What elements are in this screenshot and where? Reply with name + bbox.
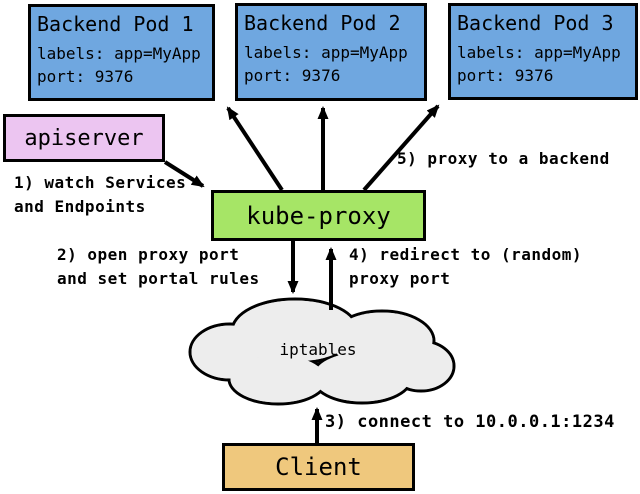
backend-pod-3-title: Backend Pod 3 xyxy=(457,11,614,35)
apiserver-label: apiserver xyxy=(24,125,144,151)
annotation-step1: 1) watch Services and Endpoints xyxy=(14,173,187,216)
backend-pod-1-title: Backend Pod 1 xyxy=(37,12,194,36)
backend-pod-2-title: Backend Pod 2 xyxy=(244,11,401,35)
backend-pod-1-labels: labels: app=MyApp xyxy=(37,44,201,63)
annotation-step2: 2) open proxy port and set portal rules xyxy=(57,245,260,288)
kube-proxy-box: kube-proxy xyxy=(211,190,426,241)
kube-proxy-label: kube-proxy xyxy=(246,201,391,230)
apiserver-box: apiserver xyxy=(3,114,165,162)
arrow-kubeproxy-to-pod3 xyxy=(362,104,440,192)
annotation-step5: 5) proxy to a backend xyxy=(397,149,610,168)
backend-pod-3-box: Backend Pod 3 labels: app=MyApp port: 93… xyxy=(448,3,638,100)
backend-pod-3-port: port: 9376 xyxy=(457,66,554,85)
backend-pod-3-labels: labels: app=MyApp xyxy=(457,43,621,62)
arrow-apiserver-to-kubeproxy xyxy=(163,160,205,188)
iptables-label: iptables xyxy=(279,340,357,359)
backend-pod-2-labels: labels: app=MyApp xyxy=(244,43,408,62)
client-box: Client xyxy=(222,443,415,491)
client-label: Client xyxy=(275,453,362,481)
backend-pod-2-box: Backend Pod 2 labels: app=MyApp port: 93… xyxy=(235,3,427,101)
iptables-cloud-fill xyxy=(191,300,453,403)
backend-pod-1-port: port: 9376 xyxy=(37,67,134,86)
annotation-step3: 3) connect to 10.0.0.1:1234 xyxy=(325,412,615,432)
annotation-step4: 4) redirect to (random) proxy port xyxy=(349,245,583,288)
arrow-kubeproxy-to-pod1 xyxy=(226,106,284,192)
backend-pod-2-port: port: 9376 xyxy=(244,66,341,85)
backend-pod-1-box: Backend Pod 1 labels: app=MyApp port: 93… xyxy=(28,4,215,101)
